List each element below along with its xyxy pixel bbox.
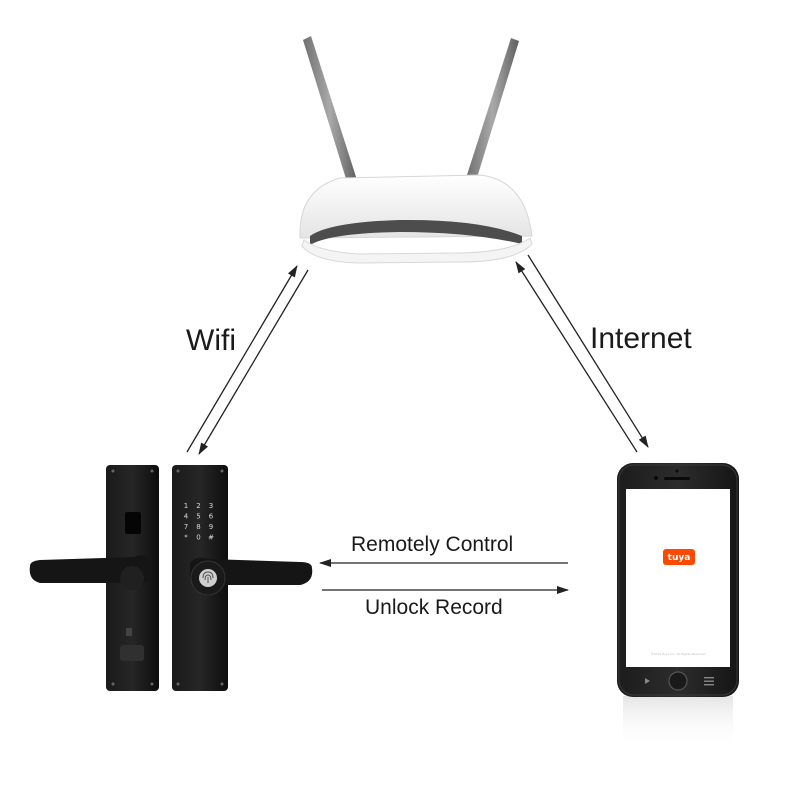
smartphone-icon: tuya ©2019 Tuya Inc. All Rights Reserved	[617, 463, 739, 748]
internet-label: Internet	[590, 322, 692, 355]
tuya-logo-text: tuya	[668, 553, 691, 563]
phone-screen	[626, 489, 730, 667]
keypad-key[interactable]: #	[208, 534, 214, 542]
remote-control-label: Remotely Control	[351, 533, 514, 556]
tuya-app-logo: tuya	[663, 549, 695, 565]
keypad-key[interactable]: 7	[184, 523, 188, 531]
internet-arrow-up	[515, 261, 638, 453]
keypad-key[interactable]: *	[184, 534, 188, 542]
unlock-record-label: Unlock Record	[365, 596, 503, 619]
back-icon	[645, 678, 650, 684]
keypad-key[interactable]: 4	[184, 513, 189, 521]
keypad-key[interactable]: 5	[196, 513, 200, 521]
keypad-key[interactable]: 2	[196, 502, 200, 510]
lock-back-panel	[29, 465, 159, 691]
internet-arrow-down	[527, 254, 649, 448]
wifi-label: Wifi	[186, 324, 236, 357]
menu-icon	[704, 677, 714, 679]
keypad-key[interactable]: 9	[209, 523, 213, 531]
router-antenna-right	[466, 38, 519, 181]
keypad-key[interactable]: 6	[209, 513, 214, 521]
keypad-key[interactable]: 0	[196, 534, 200, 542]
keypad-key[interactable]: 8	[196, 523, 200, 531]
wifi-arrow-up	[186, 265, 298, 453]
keypad-key[interactable]: 3	[209, 502, 213, 510]
wifi-arrow-down	[198, 269, 309, 455]
phone-home-button[interactable]	[668, 671, 688, 691]
router-antenna-left	[303, 36, 357, 182]
wifi-router-icon	[299, 36, 533, 264]
keypad-key[interactable]: 1	[184, 502, 188, 510]
phone-screen-footer: ©2019 Tuya Inc. All Rights Reserved	[651, 652, 706, 656]
fingerprint-icon	[199, 569, 217, 587]
